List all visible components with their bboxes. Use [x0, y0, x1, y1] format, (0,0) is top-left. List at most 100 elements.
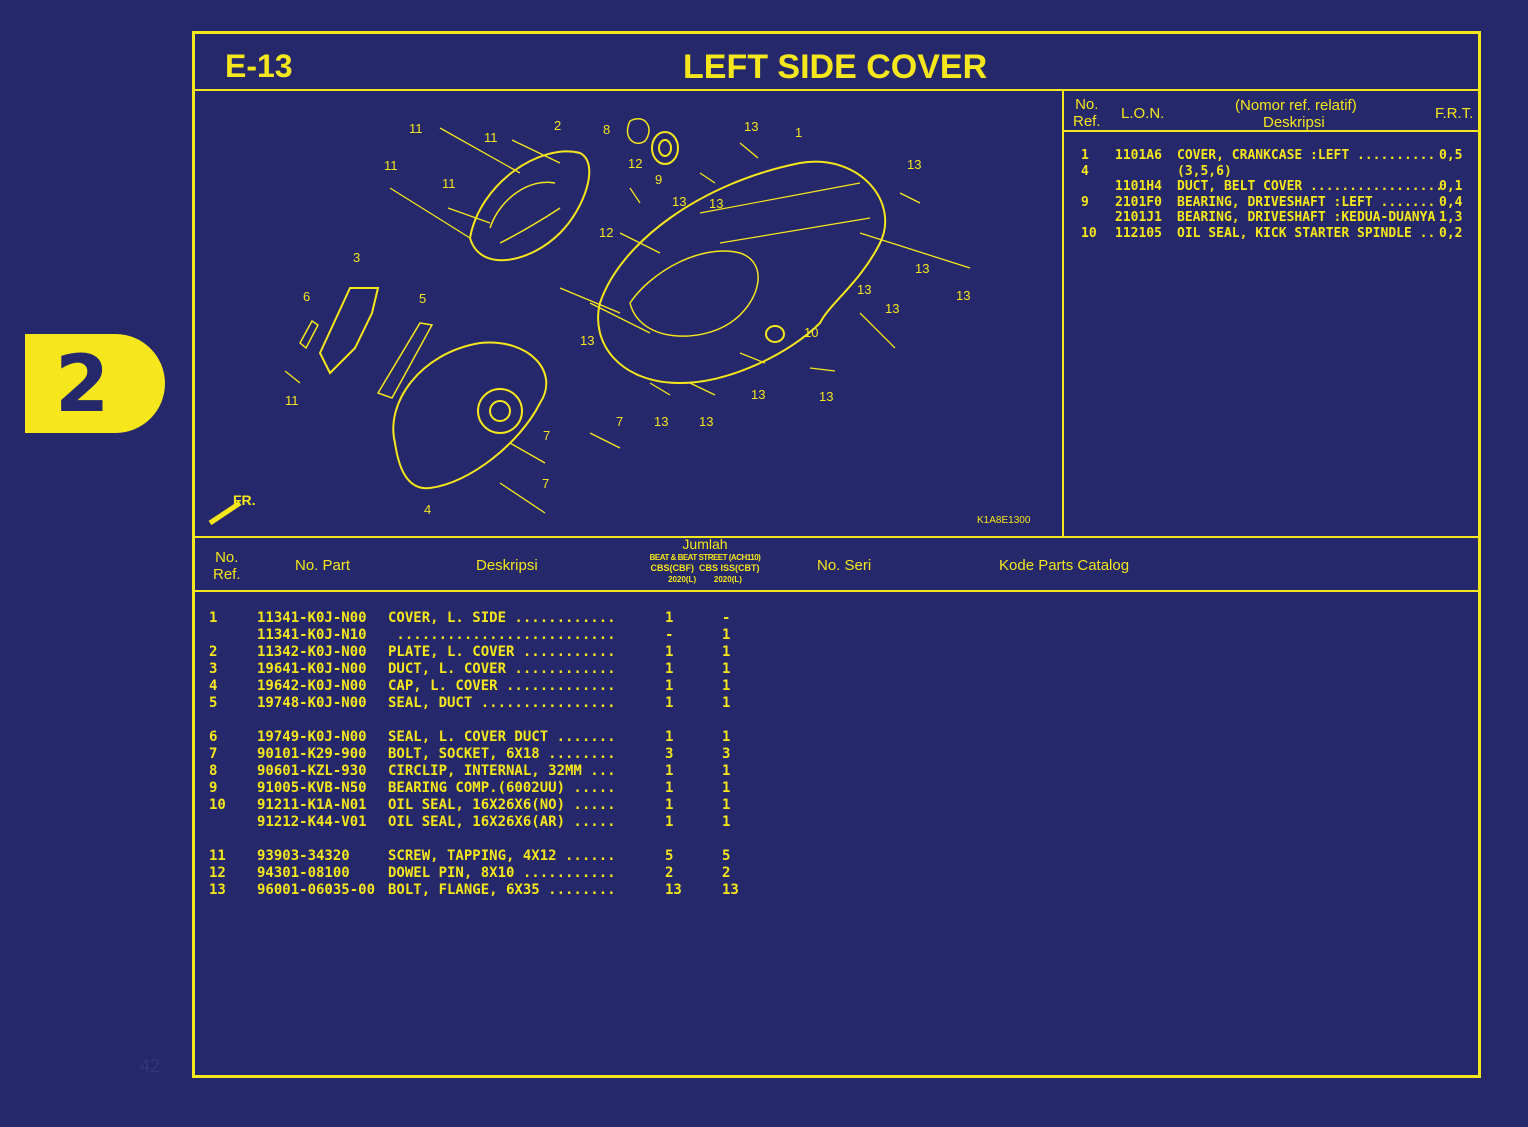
- qty-cbs: 1: [665, 695, 674, 711]
- qty-cbs: 1: [665, 780, 674, 796]
- divider: [195, 590, 1478, 592]
- frt-lon: 1101A6: [1115, 148, 1162, 163]
- parts-header-serial: No. Seri: [817, 557, 872, 574]
- callout-label: 13: [672, 194, 686, 209]
- part-ref: 9: [209, 780, 218, 796]
- part-description: DUCT, L. COVER ............: [388, 661, 616, 677]
- qty-cbs-iss: -: [722, 610, 731, 626]
- part-ref: 12: [209, 865, 226, 881]
- divider: [195, 89, 1478, 91]
- callout-label: 13: [885, 301, 899, 316]
- part-description: COVER, L. SIDE ............: [388, 610, 616, 626]
- callout-label: 3: [353, 250, 360, 265]
- callout-label: 13: [751, 387, 765, 402]
- callout-label: 10: [804, 325, 818, 340]
- qty-cbs-iss: 3: [722, 746, 731, 762]
- frt-header-desc: Deskripsi: [1263, 114, 1325, 131]
- part-number: 90601-KZL-930: [257, 763, 367, 779]
- col1-year: 2020(L): [668, 575, 697, 584]
- qty-cbs: 1: [665, 814, 674, 830]
- part-ref: 3: [209, 661, 218, 677]
- frt-lon: 2101J1: [1115, 210, 1162, 225]
- qty-cbs: 1: [665, 644, 674, 660]
- cap-l-cover: [392, 341, 548, 490]
- frt-desc: BEARING, DRIVESHAFT :LEFT .......: [1177, 194, 1436, 210]
- qty-cbs-iss: 13: [722, 882, 739, 898]
- qty-cbs: 13: [665, 882, 682, 898]
- part-ref: 2: [209, 644, 218, 660]
- qty-cbs: 5: [665, 848, 674, 864]
- callout-label: 6: [303, 289, 310, 304]
- parts-header-part-no: No. Part: [295, 557, 351, 574]
- qty-cbs: 2: [665, 865, 674, 881]
- page-title: LEFT SIDE COVER: [683, 48, 988, 86]
- frt-desc: OIL SEAL, KICK STARTER SPINDLE ..: [1177, 225, 1436, 241]
- catalog-frame: E-13 LEFT SIDE COVER: [192, 31, 1481, 1078]
- part-number: 11341-K0J-N10: [257, 627, 367, 643]
- frt-value: 1,3: [1439, 210, 1463, 225]
- circlip: [626, 118, 650, 144]
- callout-label: 7: [616, 414, 623, 429]
- part-ref: 10: [209, 797, 226, 813]
- qty-cbs-iss: 1: [722, 729, 731, 745]
- callout-label: 11: [285, 393, 299, 408]
- frt-lon: 112105: [1115, 225, 1162, 241]
- frt-ref: 4: [1081, 163, 1089, 179]
- frt-ref: 10: [1081, 225, 1097, 241]
- part-number: 91212-K44-V01: [257, 814, 367, 830]
- parts-header-desc: Deskripsi: [476, 557, 538, 574]
- seal-l-cover-duct: [299, 319, 319, 350]
- part-description: OIL SEAL, 16X26X6(NO) .....: [388, 797, 616, 813]
- section-tab: 2: [25, 334, 165, 433]
- duct-l-cover: [318, 287, 380, 375]
- part-number: 19748-K0J-N00: [257, 695, 367, 711]
- qty-cbs-iss: 1: [722, 627, 731, 643]
- model-label: BEAT & BEAT STREET (ACH110): [649, 553, 761, 562]
- frt-ref: 9: [1081, 194, 1089, 210]
- qty-cbs-iss: 1: [722, 661, 731, 677]
- section-code: E-13: [225, 48, 293, 84]
- callout-label: 12: [628, 156, 642, 171]
- part-number: 90101-K29-900: [257, 746, 367, 762]
- qty-cbs: 1: [665, 729, 674, 745]
- part-ref: 1: [209, 610, 218, 626]
- frt-desc: (3,5,6): [1177, 163, 1232, 179]
- part-ref: 13: [209, 882, 226, 898]
- callout-label: 13: [580, 333, 594, 348]
- part-description: CIRCLIP, INTERNAL, 32MM ...: [388, 763, 616, 779]
- qty-cbs-iss: 1: [722, 644, 731, 660]
- callout-label: 12: [599, 225, 613, 240]
- section-tab-number: 2: [55, 340, 109, 430]
- part-description: PLATE, L. COVER ...........: [388, 644, 616, 660]
- part-number: 19641-K0J-N00: [257, 661, 367, 677]
- callout-label: 9: [655, 172, 662, 187]
- callout-label: 2: [554, 118, 561, 133]
- callout-label: 7: [543, 428, 550, 443]
- frt-lon: 1101H4: [1115, 179, 1162, 194]
- part-description: SCREW, TAPPING, 4X12 ......: [388, 848, 616, 864]
- qty-cbs: 1: [665, 678, 674, 694]
- part-number: 19749-K0J-N00: [257, 729, 367, 745]
- divider: [1064, 130, 1478, 132]
- parts-header-no-ref: No. Ref.: [213, 549, 241, 583]
- callout-label: 4: [424, 502, 431, 517]
- part-ref: 4: [209, 678, 218, 694]
- part-description: SEAL, DUCT ................: [388, 695, 616, 711]
- callout-label: 11: [384, 158, 398, 173]
- callout-label: 8: [603, 122, 610, 137]
- qty-cbs-iss: 1: [722, 780, 731, 796]
- page-number: 42: [140, 1056, 161, 1076]
- callout-label: 13: [744, 119, 758, 134]
- qty-cbs-iss: 2: [722, 865, 731, 881]
- callout-label: 11: [409, 121, 423, 136]
- part-number: 96001-06035-00: [257, 882, 376, 898]
- frt-header-desc-note: (Nomor ref. relatif): [1235, 97, 1357, 114]
- part-number: 91005-KVB-N50: [257, 780, 367, 796]
- part-description: SEAL, L. COVER DUCT .......: [388, 729, 616, 745]
- part-description: BEARING COMP.(6002UU) .....: [388, 780, 616, 796]
- frt-value: 0,1: [1439, 179, 1463, 194]
- callout-label: 13: [654, 414, 668, 429]
- part-ref: 7: [209, 746, 218, 762]
- jumlah-label: Jumlah: [682, 536, 728, 552]
- plate-l-cover: [468, 150, 591, 262]
